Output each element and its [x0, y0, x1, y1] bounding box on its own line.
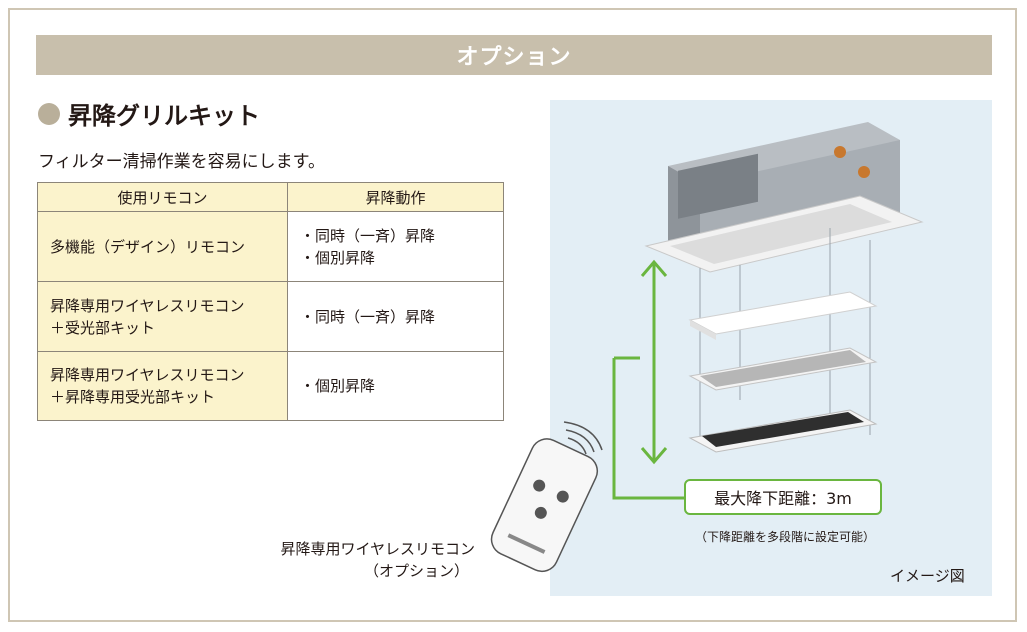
spec-table: 使用リモコン 昇降動作 多機能（デザイン）リモコン ・同時（一斉）昇降 ・個別昇… [37, 182, 504, 421]
grille-panel-bottom [688, 409, 878, 453]
grille-panel-middle [688, 347, 878, 391]
table-cell-operation: ・同時（一斉）昇降 [287, 281, 504, 352]
table-cell-remote: 昇降専用ワイヤレスリモコン ＋受光部キット [37, 281, 288, 352]
banner-title: オプション [456, 45, 572, 70]
table-row: 昇降専用ワイヤレスリモコン ＋受光部キット ・同時（一斉）昇降 [37, 281, 504, 352]
table-row: 多機能（デザイン）リモコン ・同時（一斉）昇降 ・個別昇降 [37, 211, 504, 282]
section-banner: オプション [36, 35, 992, 75]
remote-caption: 昇降専用ワイヤレスリモコン （オプション） [280, 540, 475, 580]
distance-note: （下降距離を多段階に設定可能） [694, 530, 875, 544]
grille-panel-top [688, 291, 878, 340]
bullet-circle-icon [38, 102, 60, 125]
table-header-remote: 使用リモコン [37, 182, 288, 212]
max-distance-label: 最大降下距離：3m [684, 479, 882, 515]
table-header-operation: 昇降動作 [287, 182, 504, 212]
table-row: 昇降専用ワイヤレスリモコン ＋昇降専用受光部キット ・個別昇降 [37, 351, 504, 421]
section-subtitle: フィルター清掃作業を容易にします。 [38, 152, 325, 172]
table-cell-operation: ・個別昇降 [287, 351, 504, 421]
section-heading: 昇降グリルキット [38, 96, 260, 131]
table-cell-operation: ・同時（一斉）昇降 ・個別昇降 [287, 211, 504, 282]
air-conditioner-unit-icon [644, 122, 924, 273]
signal-waves-icon [563, 421, 603, 455]
heading-text: 昇降グリルキット [68, 102, 260, 130]
table-cell-remote: 昇降専用ワイヤレスリモコン ＋昇降専用受光部キット [37, 351, 288, 421]
table-header-row: 使用リモコン 昇降動作 [37, 182, 504, 212]
wireless-remote-icon [490, 421, 603, 573]
table-cell-remote: 多機能（デザイン）リモコン [37, 211, 288, 282]
descent-arrow-icon [612, 259, 684, 500]
grille-lift-illustration [612, 122, 924, 500]
image-note: イメージ図 [890, 567, 965, 585]
